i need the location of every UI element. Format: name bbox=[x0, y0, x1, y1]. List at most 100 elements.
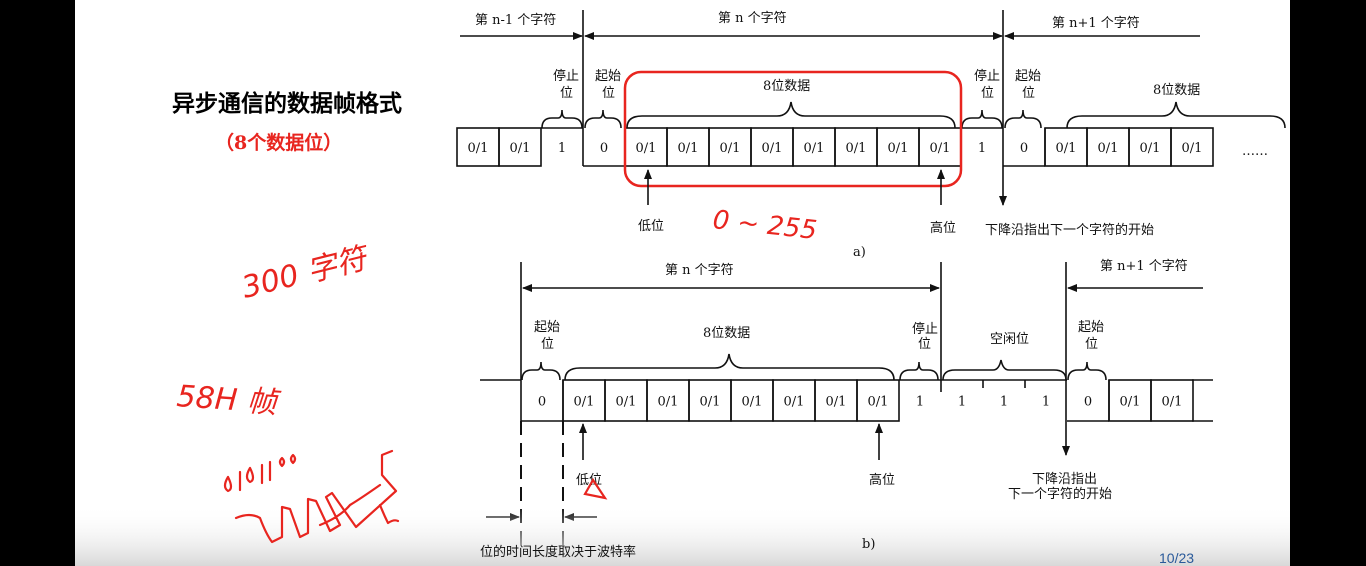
frame-a-cell: 0/1 bbox=[1170, 127, 1214, 167]
label-start-bit-next-b: 起始 bbox=[1078, 320, 1104, 335]
frame-b-cell-value: 0/1 bbox=[658, 395, 679, 410]
frame-a-cell-value: 0/1 bbox=[720, 141, 741, 156]
label-8bit-data-next: 8位数据 bbox=[1153, 83, 1200, 98]
label-start-bit-b-2: 位 bbox=[541, 337, 554, 352]
frame-b-cell-value: 0/1 bbox=[616, 395, 637, 410]
brace-start-next-b bbox=[1067, 361, 1107, 381]
frame-a-cell-value: 0/1 bbox=[930, 141, 951, 156]
frame-b-cell-value: 0/1 bbox=[868, 395, 889, 410]
handwriting-binary bbox=[223, 453, 297, 493]
label-char-prev: 第 n-1 个字符 bbox=[475, 12, 556, 28]
frame-a-cell-value: 0/1 bbox=[678, 141, 699, 156]
frame-b-cell-value: 0 bbox=[1084, 395, 1092, 410]
frame-a-cell-value: 0 bbox=[1020, 141, 1028, 156]
diagram-a: 第 n-1 个字符 第 n 个字符 第 n+1 个字符 停止 位 起始 位 8位… bbox=[456, 10, 1286, 260]
brace-data-next bbox=[1066, 101, 1286, 129]
frame-b-cell-value: 0/1 bbox=[700, 395, 721, 410]
page-indicator[interactable]: 10/23 bbox=[1159, 550, 1194, 566]
frame-a-cell-value: 0/1 bbox=[1140, 141, 1161, 156]
frame-b-cell: 1 bbox=[1025, 379, 1067, 410]
slide-background bbox=[75, 0, 1290, 566]
frame-a-cell-value: 0/1 bbox=[1056, 141, 1077, 156]
label-stop-bit-next-2: 位 bbox=[981, 86, 994, 101]
frame-a-cell-value: 0/1 bbox=[888, 141, 909, 156]
brace-start-next bbox=[1004, 109, 1042, 129]
label-start-bit-b: 起始 bbox=[534, 320, 560, 335]
label-char-next-b: 第 n+1 个字符 bbox=[1100, 258, 1188, 274]
frame-b-cell: 1 bbox=[983, 379, 1026, 410]
frame-b-cell-value: 0 bbox=[538, 395, 546, 410]
label-stop-bit-b: 停止 bbox=[912, 321, 938, 337]
label-8bit-data: 8位数据 bbox=[763, 79, 810, 94]
brace-start bbox=[584, 109, 622, 129]
frame-a-cell-value: 0/1 bbox=[1098, 141, 1119, 156]
label-start-bit: 起始 bbox=[595, 69, 621, 84]
label-start-bit-2: 位 bbox=[602, 86, 615, 101]
frame-a-cell: 0/1 bbox=[498, 127, 542, 167]
frame-b-cell: 0/1 bbox=[856, 379, 900, 422]
label-start-bit-next: 起始 bbox=[1015, 69, 1041, 84]
label-stop-bit-2: 位 bbox=[560, 86, 573, 101]
frame-a-cell-value: 0/1 bbox=[1182, 141, 1203, 156]
frame-a-cell-value: 0/1 bbox=[762, 141, 783, 156]
label-char-next: 第 n+1 个字符 bbox=[1052, 15, 1140, 31]
label-stop-bit: 停止 bbox=[553, 68, 579, 84]
falling-edge-note: 下降沿指出下一个字符的开始 bbox=[985, 222, 1154, 238]
frame-b-cell-value: 0/1 bbox=[742, 395, 763, 410]
label-stop-bit-next: 停止 bbox=[974, 68, 1000, 84]
frame-b-cell: 1 bbox=[941, 379, 984, 410]
label-start-bit-next-2: 位 bbox=[1022, 86, 1035, 101]
frame-b-cell-value: 0/1 bbox=[574, 395, 595, 410]
handwriting-waveform bbox=[234, 449, 400, 544]
frame-b-cell-value: 0/1 bbox=[826, 395, 847, 410]
frame-a-cell-value: 0/1 bbox=[636, 141, 657, 156]
left-letterbox bbox=[0, 0, 75, 566]
frame-a-cell-value: 0/1 bbox=[510, 141, 531, 156]
label-char-n: 第 n 个字符 bbox=[718, 10, 787, 26]
caption-a: a) bbox=[853, 245, 866, 260]
slide-title: 异步通信的数据帧格式 bbox=[172, 90, 402, 117]
frame-a-cell-value: 0/1 bbox=[846, 141, 867, 156]
brace-stop-next bbox=[961, 109, 1003, 129]
label-char-n-b: 第 n 个字符 bbox=[665, 262, 734, 278]
brace-data bbox=[626, 101, 956, 129]
frame-a-cell: 1 bbox=[541, 127, 583, 156]
frame-b-cell-value: 1 bbox=[958, 395, 966, 410]
label-start-bit-next-b-2: 位 bbox=[1085, 337, 1098, 352]
brace-idle-b bbox=[942, 359, 1067, 381]
highlight-box bbox=[623, 70, 963, 188]
frame-a-cell: 1 bbox=[961, 127, 1003, 156]
brace-stop bbox=[541, 109, 583, 129]
caption-b: b) bbox=[862, 537, 875, 552]
triangle-mark-icon bbox=[583, 477, 608, 500]
frame-b-cell: 0/1 bbox=[1150, 379, 1194, 422]
label-high-bit-b: 高位 bbox=[869, 472, 895, 488]
frame-a-cell-value: 0/1 bbox=[468, 141, 489, 156]
ellipsis: …… bbox=[1242, 144, 1268, 159]
brace-data-b bbox=[564, 353, 895, 381]
frame-a-cell-value: 1 bbox=[558, 141, 566, 156]
label-low-bit: 低位 bbox=[638, 219, 664, 234]
frame-b-cell-value: 1 bbox=[916, 395, 924, 410]
right-letterbox bbox=[1290, 0, 1366, 566]
frame-a-cell-value: 0/1 bbox=[804, 141, 825, 156]
brace-start-b bbox=[521, 361, 561, 381]
frame-b-cell-value: 0/1 bbox=[1120, 395, 1141, 410]
frame-b-cell: 1 bbox=[899, 379, 941, 410]
brace-stop-b bbox=[899, 361, 939, 381]
bit-time-note: 位的时间长度取决于波特率 bbox=[480, 544, 636, 560]
label-8bit-data-b: 8位数据 bbox=[703, 326, 750, 341]
falling-edge-note-b-1: 下降沿指出 bbox=[1032, 472, 1097, 487]
falling-edge-note-b-2: 下一个字符的开始 bbox=[1008, 486, 1112, 502]
frame-a-cell-value: 1 bbox=[978, 141, 986, 156]
label-high-bit: 高位 bbox=[930, 220, 956, 236]
frame-a-cell-value: 0 bbox=[600, 141, 608, 156]
frame-b-cell-value: 0/1 bbox=[1162, 395, 1183, 410]
bottom-fade bbox=[75, 505, 1290, 566]
frame-cells-a: 0/1 0/1 1 0 0/1 0/1 0/1 0/1 0/1 0/1 0/1 0/1 1 0 0/1 0/1… bbox=[456, 127, 1214, 167]
label-idle-bits: 空闲位 bbox=[990, 332, 1029, 347]
label-stop-bit-b-2: 位 bbox=[918, 337, 931, 352]
frame-b-cell-value: 0/1 bbox=[784, 395, 805, 410]
